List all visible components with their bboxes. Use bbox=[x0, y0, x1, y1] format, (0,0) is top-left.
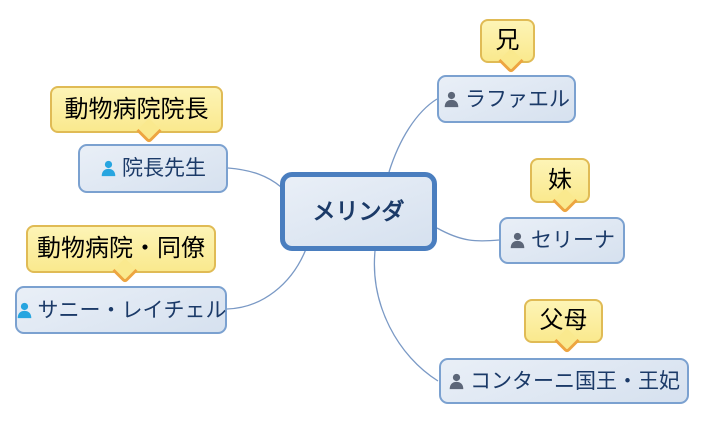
node-raphael[interactable]: ラファエル bbox=[437, 75, 576, 123]
connector-center-to-director bbox=[227, 167, 282, 188]
relation-callout-brother-label: 兄 bbox=[495, 27, 520, 54]
person-icon bbox=[444, 91, 459, 107]
node-sunny-rachel-label: サニー・レイチェル bbox=[37, 298, 227, 322]
relation-callout-parents[interactable]: 父母 bbox=[524, 299, 603, 354]
relation-callout-brother[interactable]: 兄 bbox=[480, 19, 535, 74]
node-serina-label: セリーナ bbox=[531, 229, 615, 252]
connector-center-to-sister bbox=[436, 227, 500, 242]
node-hospital-director-label: 院長先生 bbox=[122, 157, 206, 180]
relation-callout-sister[interactable]: 妹 bbox=[530, 158, 590, 214]
person-icon bbox=[101, 160, 116, 177]
node-melinda-label: メリンダ bbox=[312, 198, 405, 224]
node-sunny-rachel[interactable]: サニー・レイチェル bbox=[15, 286, 227, 334]
relation-callout-colleague-label: 動物病院・同僚 bbox=[37, 235, 205, 262]
connector-center-to-parents bbox=[373, 250, 439, 382]
relation-callout-colleague[interactable]: 動物病院・同僚 bbox=[26, 225, 216, 284]
connector-center-to-colleague bbox=[226, 248, 307, 310]
person-icon bbox=[449, 373, 464, 389]
node-melinda[interactable]: メリンダ bbox=[280, 172, 437, 251]
node-serina[interactable]: セリーナ bbox=[499, 217, 625, 264]
relation-callout-sister-label: 妹 bbox=[548, 166, 572, 194]
connector-center-to-brother bbox=[388, 98, 438, 173]
relation-callout-hospital-director-label: 動物病院院長 bbox=[64, 95, 209, 123]
node-raphael-label: ラファエル bbox=[465, 87, 570, 111]
relation-callout-hospital-director[interactable]: 動物病院院長 bbox=[50, 86, 223, 144]
node-hospital-director[interactable]: 院長先生 bbox=[78, 144, 228, 193]
person-icon bbox=[17, 302, 31, 318]
relation-callout-parents-label: 父母 bbox=[539, 307, 588, 334]
node-contarini-label: コンターニ国王・王妃 bbox=[470, 369, 680, 393]
node-contarini-king-queen[interactable]: コンターニ国王・王妃 bbox=[439, 358, 689, 404]
person-icon bbox=[510, 232, 525, 249]
